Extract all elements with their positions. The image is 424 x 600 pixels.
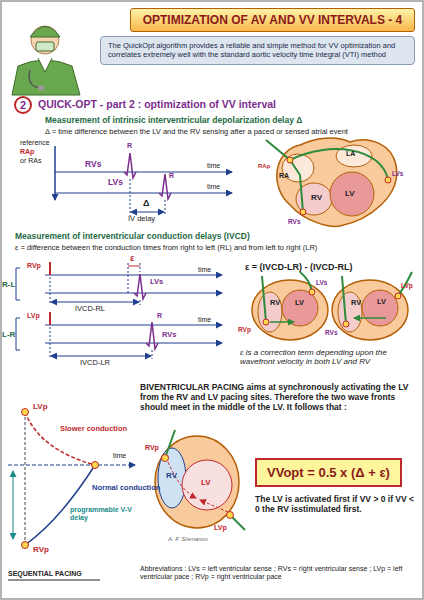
iv-delay-waveform — [55, 146, 232, 216]
note: The LV is activated first if VV > 0 if V… — [255, 495, 415, 515]
section-heading: QUICK-OPT - part 2 : optimization of VV … — [38, 98, 276, 110]
diagram-caption: SEQUENTIAL PACING — [8, 570, 82, 578]
axis-label: time — [198, 316, 211, 324]
signal-name: or RAs — [20, 157, 41, 165]
delay-label: IV delay — [128, 215, 155, 224]
wave-label: R — [157, 312, 162, 320]
signal-name: LVs — [108, 178, 123, 188]
signature: A. F. Sismanov — [168, 536, 208, 543]
formula-label: ε = (IVCD-LR) - (IVCD-RL) — [245, 262, 353, 272]
electrode-label: LVp — [401, 282, 413, 289]
formula-box: VVopt = 0.5 x (Δ + ε) — [255, 458, 402, 487]
electrode-label: RVp — [145, 444, 159, 452]
heart-diagram — [266, 138, 397, 226]
electrode-label: LVs — [392, 170, 403, 177]
intro-text: The QuickOpt algorithm provides a reliab… — [108, 41, 407, 60]
ventricle-sections — [252, 272, 412, 340]
signal-name: RVp — [27, 262, 41, 270]
subheading: Measurement of intrinsic interventricula… — [45, 116, 302, 126]
sequential-pacing-diagram — [8, 409, 135, 581]
signal-name: RVs — [85, 160, 101, 170]
biventricular-heart — [155, 430, 245, 530]
signal-name: LVp — [27, 312, 40, 320]
ivcd-waveform — [16, 262, 222, 359]
electrode-label: LVp — [33, 402, 48, 411]
signal-name: reference — [20, 139, 50, 147]
chamber-label: RV — [166, 471, 177, 480]
abbreviations: Abbreviations : LVs = left ventricular s… — [140, 565, 420, 581]
signal-name: RAp — [20, 148, 34, 156]
signal-name: LVs — [150, 278, 163, 287]
wave-label: R — [127, 142, 132, 150]
row-label: L-R — [2, 330, 15, 339]
delay-label: IVCD-LR — [80, 359, 110, 368]
electrode-label: RAp — [258, 163, 270, 170]
doctor-figure — [12, 26, 80, 95]
electrode-label: LVp — [214, 524, 227, 532]
delay-symbol: Δ — [143, 198, 149, 208]
electrode-label: RVp — [238, 326, 251, 333]
chamber-label: LV — [345, 189, 355, 198]
signal-name: RVs — [162, 331, 176, 340]
page-title: OPTIMIZATION OF AV AND VV INTERVALS - 4 — [130, 8, 415, 32]
delay-label: IVCD-RL — [75, 305, 105, 314]
chamber-label: LV — [201, 478, 211, 487]
definition: Δ = time difference between the LV and t… — [45, 128, 415, 137]
section-number-circle: 2 — [14, 96, 32, 114]
delay-label: programmable V-V delay — [70, 506, 132, 522]
subheading: Measurement of interventricular conducti… — [15, 232, 250, 242]
chamber-label: RA — [279, 172, 289, 180]
wave-label: R — [169, 172, 174, 180]
axis-label: time — [207, 162, 220, 170]
chamber-label: LA — [346, 150, 355, 158]
delay-symbol: ε — [130, 253, 134, 263]
note: ε is a correction term depending upon th… — [240, 348, 420, 366]
electrode-label: LVs — [316, 279, 327, 286]
paragraph: BIVENTRICULAR PACING aims at synchronous… — [140, 383, 420, 412]
section-number: 2 — [16, 98, 30, 112]
chamber-label: RV — [270, 299, 280, 308]
axis-label: time — [113, 452, 126, 460]
chamber-label: RV — [351, 299, 361, 308]
chamber-label: LV — [295, 299, 304, 308]
curve-label: Normal conduction — [92, 484, 160, 493]
electrode-label: RVs — [325, 329, 338, 336]
chamber-label: RV — [311, 193, 322, 202]
row-label: R-L — [2, 280, 15, 289]
definition: ε = difference between the conduction ti… — [15, 244, 415, 253]
chamber-label: LV — [377, 298, 386, 307]
curve-label: Slower conduction — [60, 425, 127, 434]
electrode-label: RVp — [33, 545, 49, 554]
axis-label: time — [198, 266, 211, 274]
intro-box: The QuickOpt algorithm provides a reliab… — [100, 36, 415, 65]
formula-text: VVopt = 0.5 x (Δ + ε) — [267, 465, 390, 480]
electrode-label: RVs — [288, 218, 301, 225]
axis-label: time — [207, 183, 220, 191]
